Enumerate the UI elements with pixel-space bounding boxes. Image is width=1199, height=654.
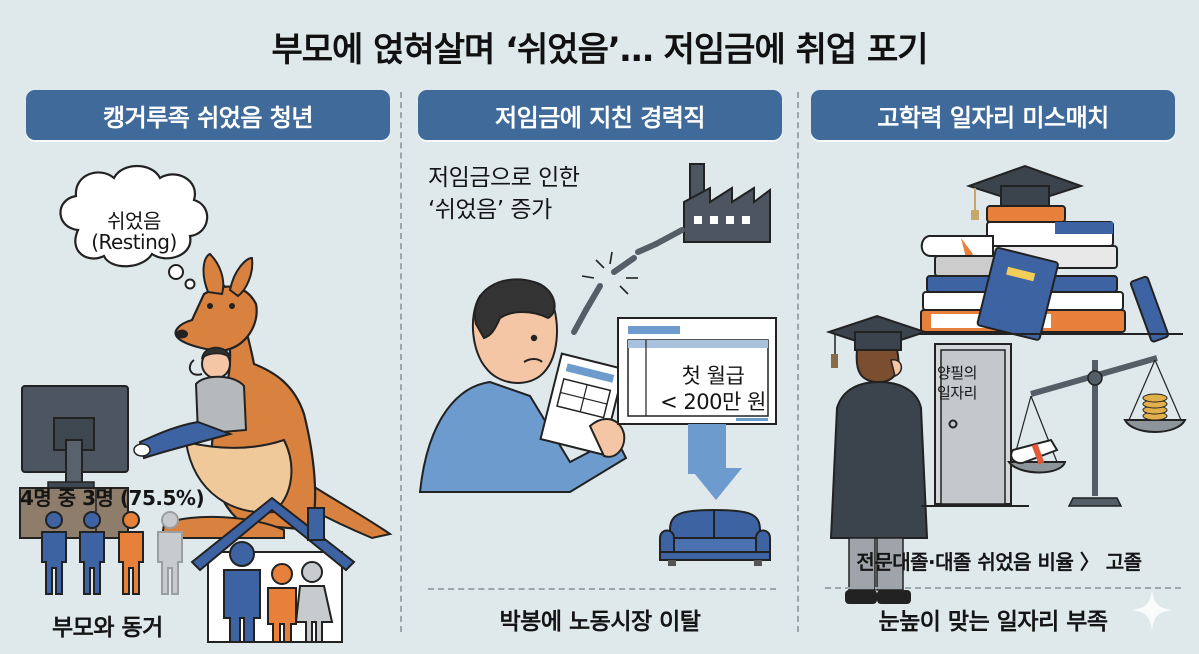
house-family-icon [190,496,356,643]
salary-sign-icon [617,317,777,474]
column-divider [797,92,799,632]
door-icon [921,343,1029,507]
worried-worker-icon [418,278,628,493]
sparkle-icon [1132,590,1172,630]
panel-low-wage-workers: 저임금에 지친 경력직 저임금으로 인한 ‘쉬었음’ 증가 [418,90,782,650]
thought-text-korean: 쉬었음 [107,209,161,233]
panel-header: 저임금에 지친 경력직 [418,90,782,140]
panel-header: 캥거루족 쉬었음 청년 [26,90,390,140]
people-ratio-icon [41,511,183,595]
education-ratio-stat: 전문대졸·대졸 쉬었음 비율 〉 고졸 [856,550,1142,574]
sofa-icon [659,508,771,566]
books-stack-icon [917,164,1183,343]
thought-bubble-icon [59,165,209,290]
salary-sign-line2: < 200만 원 [660,390,766,414]
door-label-line2: 일자리 [937,384,977,402]
section-divider [428,588,776,590]
panel-subtitle-line2: ‘쉬었음’ 증가 [428,197,552,223]
down-arrow-icon [690,424,742,500]
low-wage-caption: 박봉에 노동시장 이탈 [499,609,701,635]
door-label-line1: 양필의 [937,364,977,382]
kangaroo-icon [133,252,393,540]
page-title: 부모에 얹혀살며 ‘쉬었음’… 저임금에 취업 포기 [271,30,928,70]
section-divider [825,587,1181,589]
salary-sign-line1: 첫 월급 [681,364,745,388]
mismatch-caption: 눈높이 맞는 일자리 부족 [878,609,1108,635]
cohabitation-stat: 4명 중 3명 (75.5%) [20,486,205,510]
panel-kangaroo-youth: 캥거루족 쉬었음 청년 쉬었음 (Resting) [19,90,393,650]
tv-icon [19,385,129,539]
column-divider [400,92,402,632]
cohabitation-caption: 부모와 동거 [52,615,163,641]
factory-icon [683,163,771,243]
graduate-icon [825,314,929,604]
panel-education-mismatch: 고학력 일자리 미스매치 [811,90,1187,650]
broken-chain-icon [571,227,685,335]
balance-scale-icon [1007,355,1187,507]
panel-header: 고학력 일자리 미스매치 [811,90,1175,140]
panel-subtitle-line1: 저임금으로 인한 [428,165,580,191]
thought-text-english: (Resting) [91,230,177,254]
